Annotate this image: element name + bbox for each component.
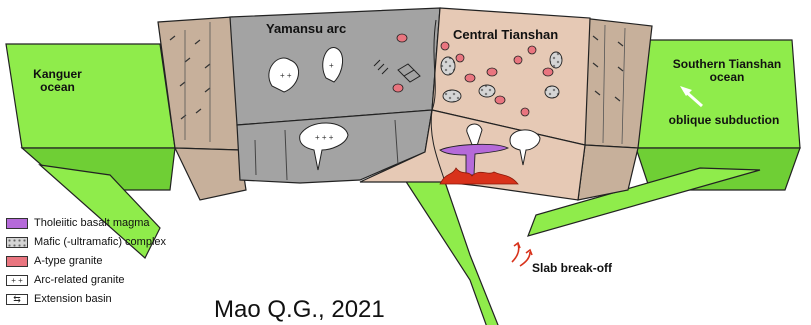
central-descending-slab [405,180,500,325]
basin-swatch-icon: ⇆ [6,294,28,305]
oblique-subduction-label: oblique subduction [664,114,784,127]
legend-item-tholeiitic: Tholeiitic basalt magma [6,218,266,232]
svg-text:+ + +: + + + [315,133,334,142]
legend-label: Arc-related granite [34,274,125,286]
legend-label: Tholeiitic basalt magma [34,217,150,229]
yamansu-arc-label: Yamansu arc [266,22,346,35]
tholeiitic-swatch-icon [6,218,28,229]
citation: Mao Q.G., 2021 [214,296,385,324]
kanguer-ocean-label: Kanguer ocean [20,68,95,94]
central-tianshan-label: Central Tianshan [453,28,558,41]
legend-label: Mafic (-ultramafic) complex [34,236,166,248]
mafic-swatch-icon [6,237,28,248]
legend-label: A-type granite [34,255,102,267]
slab-break-off-label: Slab break-off [532,262,612,275]
slab-breakoff-arrows-icon [512,243,532,266]
svg-text:+ +: + + [280,71,292,80]
southern-tianshan-ocean-label: Southern Tianshan ocean [657,58,797,84]
legend-item-arc: + + Arc-related granite [6,275,266,289]
arc-swatch-icon: + + [6,275,28,286]
legend-item-mafic: Mafic (-ultramafic) complex [6,237,266,251]
legend-label: Extension basin [34,293,112,305]
svg-text:+: + [329,61,334,70]
a-type-swatch-icon [6,256,28,267]
legend-item-a-type: A-type granite [6,256,266,270]
